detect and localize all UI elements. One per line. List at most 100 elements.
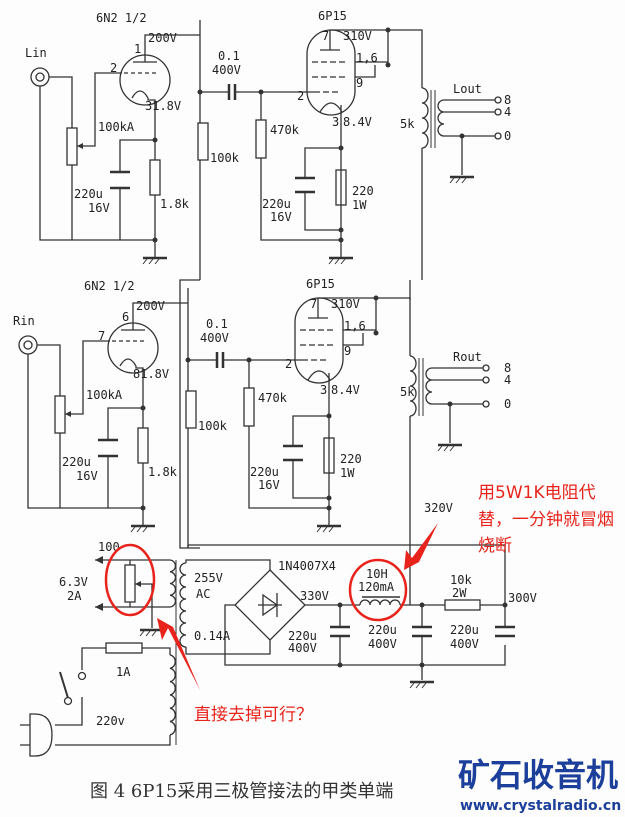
resistor-label: 1.8k <box>160 197 190 211</box>
cap-label: 220u <box>288 629 317 643</box>
fuse-label: 1A <box>116 665 131 679</box>
pin-label: 7 <box>310 297 317 311</box>
heater-current: 2A <box>67 589 82 603</box>
tap-label: 4 <box>504 105 511 119</box>
pot-highlight-circle <box>104 543 156 617</box>
pin-label: 9 <box>344 344 351 358</box>
cap-label: 220u <box>250 465 279 479</box>
arrow-icon <box>404 523 438 570</box>
b-plus-wiring <box>179 279 506 605</box>
hv-ac: AC <box>196 587 210 601</box>
pin-label: 6 <box>122 310 129 324</box>
transformer-label: 5k <box>400 385 415 399</box>
hv-current: 0.14A <box>194 629 231 643</box>
volume-pot-label: 100kA <box>86 388 123 402</box>
cap-label: 400V <box>450 637 479 651</box>
resistor-label: 10k <box>450 573 472 587</box>
cap-label: 220u <box>450 623 479 637</box>
choke-label: 120mA <box>358 580 395 594</box>
preamp-tube-label: 6N2 1/2 <box>84 279 135 293</box>
pin-label: 1,6 <box>356 51 378 65</box>
pin-label: 3 <box>320 383 327 397</box>
tap-label: 0 <box>504 397 511 411</box>
arrow-icon <box>157 618 200 690</box>
bridge-label: 1N4007X4 <box>278 559 336 573</box>
heater-voltage: 6.3V <box>59 575 88 589</box>
cathode-voltage: 8.4V <box>343 115 372 129</box>
resistor-label: 1W <box>352 198 367 212</box>
cap-label: 16V <box>88 201 110 215</box>
watermark-url: www.crystalradio.cn <box>460 798 621 814</box>
pot-note: 直接去掉可行？ <box>194 705 313 725</box>
preamp-tube-label: 6N2 1/2 <box>96 11 147 25</box>
left-channel-labels: Lin 6N2 1/2 200V 1 2 31.8V 100kA 220u 16… <box>25 9 511 224</box>
output-voltage: 300V <box>508 591 537 605</box>
cap-label: 220u <box>62 455 91 469</box>
tap-label: 8 <box>504 361 511 375</box>
pin-label: 2 <box>110 61 117 75</box>
mains-label: 220v <box>96 714 125 728</box>
figure-caption: 图 4 6P15采用三极管接法的甲类单端 <box>90 781 393 802</box>
pin-label: 1,6 <box>344 319 366 333</box>
rectified-voltage: 330V <box>300 589 329 603</box>
pin-label: 7 <box>98 329 105 343</box>
transformer-label: 5k <box>400 117 415 131</box>
resistor-label: 100 <box>98 540 120 554</box>
cap-label: 16V <box>270 210 292 224</box>
b-plus-voltage: 320V <box>424 501 453 515</box>
tap-label: 8 <box>504 93 511 107</box>
right-channel-labels: Rin 6N2 1/2 200V 6 7 81.8V 100kA 220u 16… <box>13 277 511 492</box>
coupling-cap-label: 0.1 <box>206 317 228 331</box>
resistor-label: 2W <box>452 586 467 600</box>
tap-label: 0 <box>504 129 511 143</box>
plate-voltage: 310V <box>331 297 360 311</box>
power-tube-label: 6P15 <box>318 9 347 23</box>
choke-note: 烧断 <box>478 536 512 556</box>
resistor-label: 470k <box>270 123 300 137</box>
input-label: Rin <box>13 314 35 328</box>
choke-label: 10H <box>366 567 388 581</box>
cap-label: 220u <box>368 623 397 637</box>
power-tube-label: 6P15 <box>306 277 335 291</box>
annotations: 用5W1K电阻代 替，一分钟就冒烟 烧断 直接去掉可行？ <box>104 483 614 725</box>
power-supply <box>20 556 515 757</box>
pin-label: 3 <box>332 115 339 129</box>
volume-pot-label: 100kA <box>98 120 135 134</box>
resistor-label: 470k <box>258 391 288 405</box>
cap-label: 400V <box>288 641 317 655</box>
coupling-cap-label: 0.1 <box>218 49 240 63</box>
choke-highlight-circle <box>348 558 408 622</box>
resistor-label: 1.8k <box>148 465 178 479</box>
plate-voltage: 200V <box>148 31 177 45</box>
plate-voltage: 310V <box>343 29 372 43</box>
cap-label: 16V <box>258 478 280 492</box>
cap-label: 220u <box>74 187 103 201</box>
tap-label: 4 <box>504 373 511 387</box>
pin-label: 9 <box>356 76 363 90</box>
resistor-label: 220 <box>352 184 374 198</box>
power-labels: 100 6.3V 2A 255V AC 0.14A 1N4007X4 330V … <box>59 540 537 728</box>
pin-label: 7 <box>322 29 329 43</box>
cap-label: 220u <box>262 197 291 211</box>
cathode-voltage: 81.8V <box>133 367 169 381</box>
resistor-label: 1W <box>340 466 355 480</box>
coupling-cap-label: 400V <box>212 63 241 77</box>
watermark-title: 矿石收音机 <box>458 756 618 794</box>
pin-label: 1 <box>134 42 141 56</box>
cap-label: 400V <box>368 637 397 651</box>
coupling-cap-label: 400V <box>200 331 229 345</box>
pin-label: 2 <box>297 89 304 103</box>
plate-voltage: 200V <box>136 299 165 313</box>
resistor-label: 220 <box>340 452 362 466</box>
resistor-label: 100k <box>210 151 240 165</box>
hv-voltage: 255V <box>194 571 223 585</box>
resistor-label: 100k <box>198 419 228 433</box>
left-channel-circuit <box>31 20 501 280</box>
input-label: Lin <box>25 46 47 60</box>
output-label: Rout <box>453 350 482 364</box>
cap-label: 16V <box>76 469 98 483</box>
choke-note: 替，一分钟就冒烟 <box>478 510 614 530</box>
cathode-voltage: 31.8V <box>145 99 181 113</box>
